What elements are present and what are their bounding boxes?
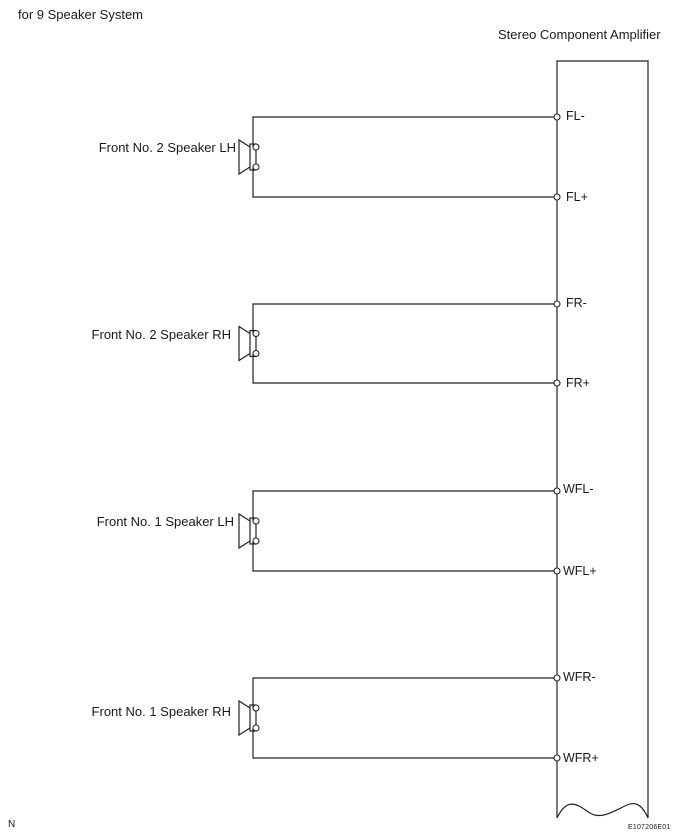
amp-terminal-wfr-minus [553,674,561,682]
wire-fl-minus [252,116,557,147]
speaker-terminal-wfl-plus [252,537,260,545]
pin-label-fr-minus: FR- [566,296,587,310]
speaker-coil-wfl [249,517,257,545]
amplifier-label: Stereo Component Amplifier [498,27,661,42]
wire-wfr-minus [252,677,557,708]
amp-terminal-fl-minus [553,113,561,121]
speaker-terminal-fr-minus [252,329,260,338]
wire-fl-plus [252,167,557,198]
pin-label-wfl-minus: WFL- [563,482,594,496]
speaker-coil-fr [249,329,257,358]
speaker-terminal-wfl-minus [252,517,260,525]
amp-terminal-wfl-minus [553,487,561,495]
speaker-cone-wfl [238,512,251,550]
speaker-cone-fr [238,325,251,362]
speaker-terminal-wfr-minus [252,704,260,712]
speaker-coil-wfr [249,704,257,732]
wire-wfl-minus [252,490,557,521]
pin-label-fl-plus: FL+ [566,190,588,204]
amp-terminal-wfl-plus [553,567,561,575]
wire-fr-plus [252,353,557,384]
pin-label-fl-minus: FL- [566,109,585,123]
amp-terminal-fl-plus [553,193,561,201]
speaker-label-front-2-rh: Front No. 2 Speaker RH [91,327,231,342]
speaker-label-front-2-lh: Front No. 2 Speaker LH [98,140,236,155]
amp-terminal-fr-minus [553,300,561,308]
amp-terminal-fr-plus [553,379,561,387]
pin-label-wfl-plus: WFL+ [563,564,597,578]
speaker-cone-fl [238,138,251,176]
speaker-terminal-fl-minus [252,143,260,151]
speaker-label-front-1-rh: Front No. 1 Speaker RH [91,704,231,719]
wire-wfr-plus [252,728,557,759]
corner-marker: N [8,819,16,830]
speaker-label-front-1-lh: Front No. 1 Speaker LH [96,514,234,529]
pin-label-fr-plus: FR+ [566,376,590,390]
wire-fr-minus [252,303,557,334]
speaker-cone-wfr [238,699,251,737]
speaker-terminal-wfr-plus [252,724,260,732]
figure-code: E107206E01 [628,824,671,831]
speaker-terminal-fr-plus [252,349,260,358]
speaker-terminal-fl-plus [252,163,260,171]
wire-wfl-plus [252,541,557,572]
amp-terminal-wfr-plus [553,754,561,762]
amplifier-box [556,60,649,819]
speaker-coil-fl [249,143,257,171]
pin-label-wfr-plus: WFR+ [563,751,599,765]
pin-label-wfr-minus: WFR- [563,670,596,684]
diagram-title: for 9 Speaker System [18,7,143,22]
